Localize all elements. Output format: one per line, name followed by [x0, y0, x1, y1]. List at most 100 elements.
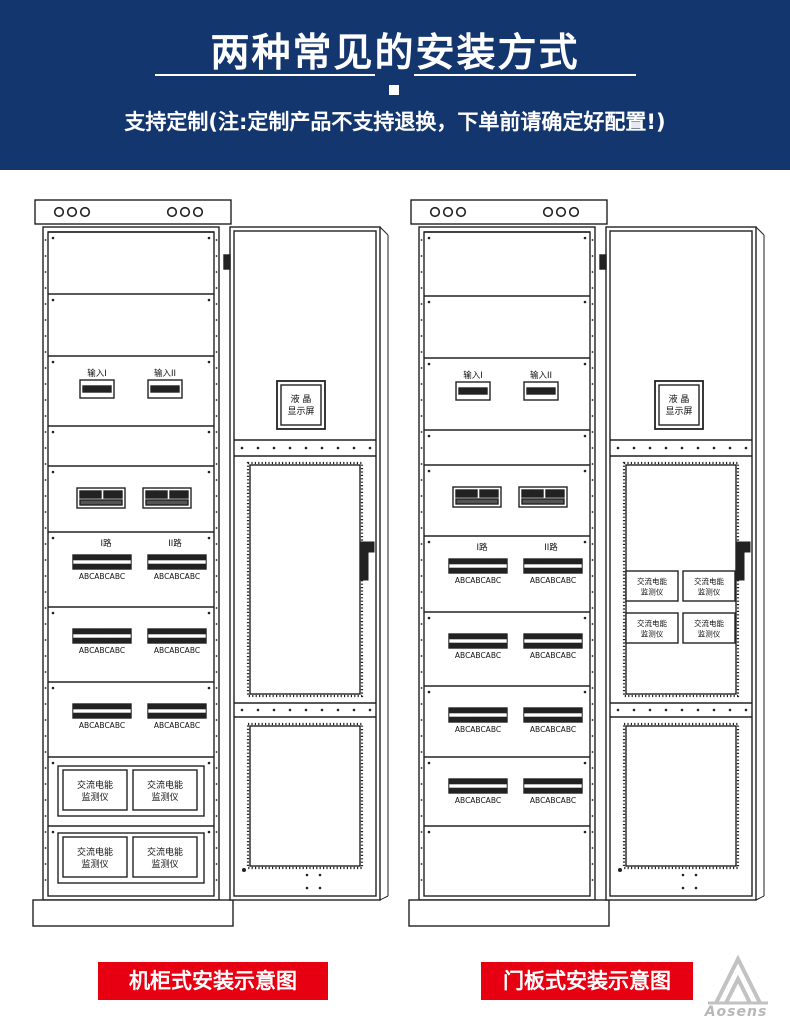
terminal-strip: [523, 783, 583, 789]
screw-dot: [207, 430, 211, 434]
terminal-strip: [147, 708, 207, 714]
door-bottom-dot: [318, 886, 322, 890]
route-label: I路: [100, 538, 112, 549]
terminal-strip: [72, 708, 132, 714]
frame-hole: [591, 671, 594, 673]
frame-hole: [215, 767, 218, 769]
frame-hole: [44, 847, 47, 849]
frame-hole: [44, 239, 47, 241]
screw-dot: [51, 536, 55, 540]
door-rivet: [696, 446, 700, 450]
frame-hole: [44, 575, 47, 577]
breaker-label: 输入I: [87, 368, 107, 379]
frame-hole: [215, 719, 218, 721]
surge-base: [145, 499, 189, 506]
surge-base: [455, 498, 499, 505]
door-rivet: [616, 446, 620, 450]
frame-hole: [215, 287, 218, 289]
frame-hole: [215, 543, 218, 545]
terminal-strip: [448, 712, 508, 718]
terminal-strip: [448, 563, 508, 569]
frame-hole: [591, 319, 594, 321]
frame-hole: [44, 831, 47, 833]
surge-module: [455, 489, 467, 498]
surge-module: [521, 489, 533, 498]
door-screw-dot: [242, 868, 246, 872]
frame-hole: [44, 431, 47, 433]
lcd-label-line2: 显示屏: [665, 406, 692, 417]
breaker-toggle: [526, 387, 556, 395]
terminal-phase-label: ABCABCABC: [154, 572, 200, 581]
frame-hole: [591, 431, 594, 433]
door-rivet: [336, 708, 340, 712]
frame-hole: [215, 623, 218, 625]
frame-hole: [591, 415, 594, 417]
frame-hole: [44, 719, 47, 721]
brand-name: Aosens: [704, 1004, 768, 1020]
frame-hole: [591, 543, 594, 545]
indicator-knob-icon: [429, 206, 441, 218]
screw-dot: [427, 236, 431, 240]
screw-dot: [427, 616, 431, 620]
door-rivet: [256, 708, 260, 712]
lcd-screen: [658, 384, 700, 426]
frame-hole: [215, 639, 218, 641]
screw-dot: [51, 830, 55, 834]
door-rivet: [256, 446, 260, 450]
frame-hole: [44, 479, 47, 481]
frame-hole: [44, 671, 47, 673]
screw-dot: [207, 536, 211, 540]
screw-dot: [207, 470, 211, 474]
lcd-label-line1: 液 晶: [291, 393, 312, 405]
frame-hole: [44, 607, 47, 609]
door-window-lower-inner: [625, 725, 737, 867]
frame-hole: [591, 479, 594, 481]
surge-module: [90, 490, 102, 499]
terminal-phase-label: ABCABCABC: [530, 651, 576, 660]
screw-dot: [583, 616, 587, 620]
meter-label-line2: 监测仪: [698, 587, 721, 597]
frame-hole: [591, 511, 594, 513]
meter-label-line1: 交流电能: [637, 576, 667, 586]
lcd-label-line1: 液 晶: [669, 393, 690, 405]
frame-hole: [591, 367, 594, 369]
frame-hole: [591, 655, 594, 657]
frame-hole: [215, 447, 218, 449]
terminal-phase-label: ABCABCABC: [530, 576, 576, 585]
frame-hole: [44, 271, 47, 273]
frame-hole: [420, 319, 423, 321]
frame-hole: [215, 335, 218, 337]
frame-hole: [215, 831, 218, 833]
energy-meter-icon: [682, 570, 736, 602]
frame-hole: [591, 607, 594, 609]
frame-hole: [591, 255, 594, 257]
frame-hole: [420, 767, 423, 769]
indicator-knob-icon: [179, 206, 191, 218]
frame-hole: [591, 623, 594, 625]
frame-hole: [215, 479, 218, 481]
door-bottom-dot: [305, 886, 309, 890]
frame-hole: [420, 303, 423, 305]
door-rivet: [304, 708, 308, 712]
meter-label-line1: 交流电能: [147, 846, 183, 858]
frame-hole: [44, 255, 47, 257]
screw-dot: [207, 298, 211, 302]
door-rivet: [272, 708, 276, 712]
frame-hole: [420, 335, 423, 337]
frame-hole: [215, 783, 218, 785]
frame-hole: [420, 271, 423, 273]
frame-hole: [591, 271, 594, 273]
frame-hole: [420, 399, 423, 401]
frame-hole: [591, 863, 594, 865]
header-banner: 两种常见的安装方式 支持定制(注:定制产品不支持退换，下单前请确定好配置!): [0, 0, 790, 170]
frame-hole: [44, 447, 47, 449]
screw-dot: [583, 434, 587, 438]
frame-hole: [44, 655, 47, 657]
frame-hole: [215, 671, 218, 673]
meter-label-line2: 监测仪: [698, 629, 721, 639]
door-rivet: [288, 708, 292, 712]
frame-hole: [420, 495, 423, 497]
frame-hole: [420, 751, 423, 753]
frame-hole: [420, 591, 423, 593]
frame-hole: [44, 287, 47, 289]
